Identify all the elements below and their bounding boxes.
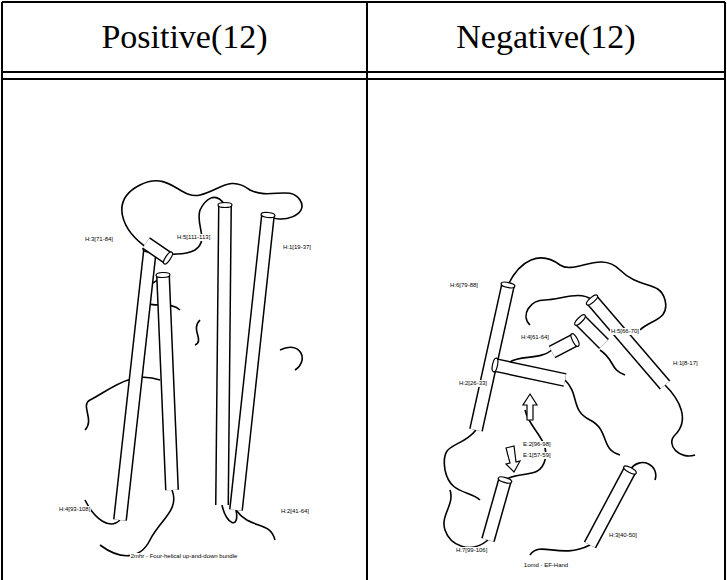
helix-label: H:6[79-88] [449,282,479,289]
helix-label: H:3[40-50] [608,532,638,539]
helix-label: H:5[66-70] [610,328,640,335]
column-heading: Positive(12) [101,18,267,56]
helix-label: H:2[26-33] [458,380,488,387]
helix-label: H:7[99-106] [455,547,488,554]
header-cell: Positive(12) [3,3,366,71]
column-heading: Negative(12) [456,18,635,56]
helix-label: H:2[41-64] [280,508,310,515]
helix-label: H:4[93-108] [58,506,91,513]
header-cell: Negative(12) [368,3,724,71]
strand-label: E:1[57-59] [522,452,552,459]
helix-label: H:4[61-64] [520,334,550,341]
helix-label: H:5[111-113] [176,234,211,241]
strand-label: E:2[96-98] [522,441,552,448]
helix-label: H:1[19-37] [282,244,312,251]
helix-label: H:1[8-17] [672,360,699,367]
structure-caption: 1omd - EF-Hand [523,562,569,569]
helix-label: H:3[71-84] [84,236,114,243]
structure-caption: 2mhr - Four-helical up-and-down bundle [130,553,239,560]
